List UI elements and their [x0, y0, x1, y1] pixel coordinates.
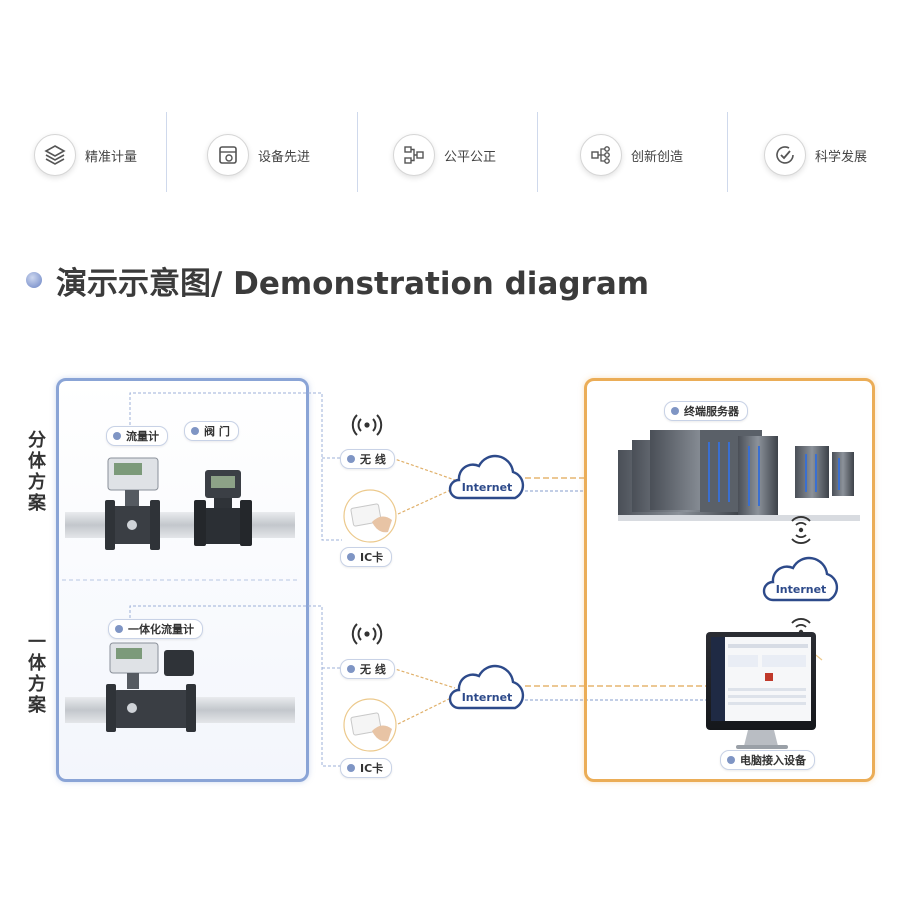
wireless-pill-bottom: 无 线 [340, 659, 395, 679]
server-label: 终端服务器 [684, 405, 739, 418]
bullet-dot [347, 665, 355, 673]
feature-label: 精准计量 [85, 149, 138, 165]
cloud-icon [448, 664, 525, 710]
flowmeter-pill: 流量计 [106, 426, 168, 446]
ic-card-pill-top: IC卡 [340, 547, 393, 567]
bullet-dot [113, 432, 121, 440]
bracket-line-bottom [129, 605, 342, 767]
feature-advanced-equipment: 设备先进 [207, 132, 310, 178]
server-pill: 终端服务器 [664, 401, 748, 421]
bracket-line-top [129, 392, 342, 541]
feature-precise-metering: 精准计量 [34, 132, 137, 178]
divider [357, 112, 358, 192]
feature-label: 设备先进 [258, 149, 311, 165]
feature-label: 科学发展 [815, 149, 868, 165]
flowmeter-label: 流量计 [126, 430, 159, 443]
layers-icon [34, 134, 76, 176]
divider [537, 112, 538, 192]
cloud-label: Internet [776, 583, 827, 596]
wifi-icon [791, 516, 811, 544]
server-panel [584, 378, 875, 782]
bullet-dot [191, 427, 199, 435]
check-circle-icon [764, 134, 806, 176]
divider [727, 112, 728, 192]
integrated-flowmeter-image [106, 642, 196, 732]
divider [166, 112, 167, 192]
page-title: 演示示意图/ Demonstration diagram [56, 266, 650, 302]
wireless-to-cloud-line-bottom [391, 667, 456, 689]
pipe-top [65, 512, 295, 538]
cloud-icon [762, 556, 839, 602]
valve-pill: 阀 门 [184, 421, 239, 441]
bullet-dot [347, 455, 355, 463]
ic-to-cloud-line-bottom [397, 695, 456, 725]
wifi-icon [351, 623, 383, 645]
bullet-dot [347, 764, 355, 772]
bullet-dot [115, 625, 123, 633]
bullet-dot [671, 407, 679, 415]
split-solution-label: 分体方案 [28, 430, 46, 514]
cloud-label: Internet [462, 481, 513, 494]
cloud-icon [448, 454, 525, 500]
bullet-dot [347, 553, 355, 561]
feature-scientific-development: 科学发展 [764, 132, 867, 178]
ic-card-label: IC卡 [360, 762, 384, 775]
network-icon [580, 134, 622, 176]
feature-innovation: 创新创造 [580, 132, 683, 178]
ic-card-pill-bottom: IC卡 [340, 758, 393, 778]
integrated-flowmeter-pill: 一体化流量计 [108, 619, 203, 639]
ic-to-cloud-line-top [397, 487, 456, 515]
feature-fairness: 公平公正 [393, 132, 496, 178]
ic-card-image [343, 698, 397, 752]
wireless-pill-top: 无 线 [340, 449, 395, 469]
wireless-label: 无 线 [360, 453, 386, 466]
ic-card-label: IC卡 [360, 551, 384, 564]
title-bullet [26, 272, 42, 288]
valve-label: 阀 门 [204, 425, 230, 438]
hierarchy-icon [393, 134, 435, 176]
computer-label: 电脑接入设备 [740, 754, 806, 767]
integrated-flowmeter-label: 一体化流量计 [128, 623, 194, 636]
server-lights [708, 442, 840, 506]
computer-image [706, 632, 823, 749]
feature-label: 公平公正 [444, 149, 497, 165]
valve-image [194, 470, 252, 546]
cloud-label: Internet [462, 691, 513, 704]
wireless-label: 无 线 [360, 663, 386, 676]
feature-label: 创新创造 [631, 149, 684, 165]
computer-pill: 电脑接入设备 [720, 750, 815, 770]
ic-card-image [343, 489, 397, 543]
bullet-dot [727, 756, 735, 764]
wifi-icon [351, 414, 383, 436]
wireless-to-cloud-line-top [391, 457, 456, 481]
device-gear-icon [207, 134, 249, 176]
flowmeter-image [105, 457, 160, 550]
integrated-solution-label: 一体方案 [28, 632, 46, 716]
